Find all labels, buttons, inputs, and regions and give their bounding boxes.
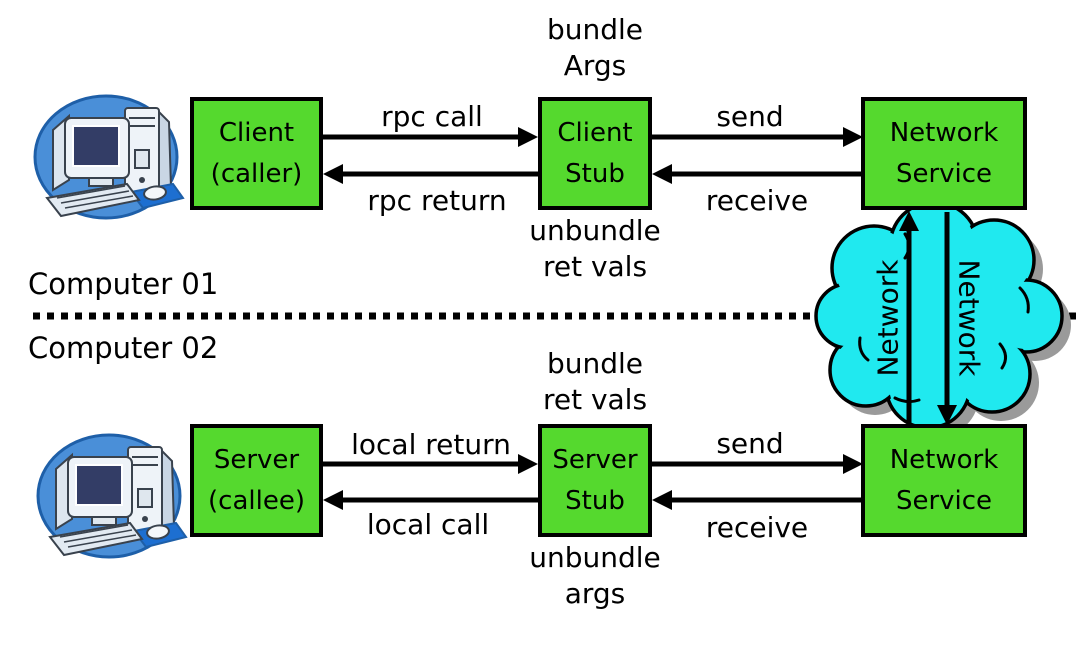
bundle-retvals-note: bundle ret vals bbox=[543, 346, 647, 419]
local-call-label: local call bbox=[366, 508, 490, 541]
bundle-args-line1: bundle bbox=[546, 13, 644, 46]
computer-icon-top bbox=[33, 84, 185, 231]
server-stub-line1: Server bbox=[552, 445, 638, 476]
client-stub-line2: Stub bbox=[565, 158, 625, 189]
server-stub-line2: Stub bbox=[565, 485, 625, 516]
network-service-top-line2: Service bbox=[895, 158, 993, 189]
client-stub-line1: Client bbox=[557, 118, 633, 149]
network-cloud-icon bbox=[814, 200, 1071, 437]
network-service-bottom-line2: Service bbox=[895, 485, 993, 516]
client-box: Client (caller) bbox=[190, 97, 323, 210]
server-box-line2: (callee) bbox=[208, 485, 305, 516]
receive-top-label: receive bbox=[705, 184, 809, 217]
server-box: Server (callee) bbox=[190, 424, 323, 537]
network-up-label: Network bbox=[871, 259, 905, 377]
unbundle-retvals-note: unbundle ret vals bbox=[529, 213, 661, 286]
bundle-args-note: bundle Args bbox=[547, 12, 643, 85]
local-return-label: local return bbox=[351, 428, 511, 461]
local-call-arrow bbox=[323, 490, 538, 510]
network-up-arrow bbox=[899, 211, 919, 424]
unbundle-retvals-line2: ret vals bbox=[542, 250, 648, 284]
computer-02-label: Computer 02 bbox=[28, 331, 219, 365]
rpc-return-arrow bbox=[323, 164, 538, 184]
bundle-retvals-line2: ret vals bbox=[542, 383, 648, 417]
receive-bottom-arrow bbox=[652, 490, 863, 510]
network-service-top-line1: Network bbox=[889, 118, 999, 149]
rpc-call-arrow bbox=[323, 127, 538, 147]
bundle-args-line2: Args bbox=[563, 49, 627, 83]
receive-bottom-label: receive bbox=[705, 511, 809, 544]
network-down-label: Network bbox=[952, 259, 986, 377]
unbundle-args-note: unbundle args bbox=[529, 540, 661, 613]
unbundle-args-line2: args bbox=[564, 577, 626, 611]
network-service-bottom-line1: Network bbox=[889, 445, 999, 476]
rpc-return-label: rpc return bbox=[367, 184, 507, 217]
computer-01-label: Computer 01 bbox=[28, 267, 219, 301]
unbundle-args-line1: unbundle bbox=[529, 541, 661, 574]
server-box-line1: Server bbox=[213, 445, 300, 476]
client-stub-box: Client Stub bbox=[538, 97, 652, 210]
send-top-label: send bbox=[716, 100, 784, 133]
network-service-box-bottom: Network Service bbox=[861, 424, 1027, 537]
client-box-line2: (caller) bbox=[210, 158, 303, 189]
network-down-arrow bbox=[937, 212, 957, 425]
send-bottom-label: send bbox=[716, 427, 784, 460]
unbundle-retvals-line1: unbundle bbox=[529, 214, 661, 247]
server-stub-box: Server Stub bbox=[538, 424, 652, 537]
receive-top-arrow bbox=[652, 164, 863, 184]
rpc-call-label: rpc call bbox=[381, 100, 483, 133]
local-return-arrow bbox=[323, 454, 538, 474]
computer-icon-bottom bbox=[36, 423, 188, 570]
send-top-arrow bbox=[652, 127, 863, 147]
bundle-retvals-line1: bundle bbox=[546, 347, 644, 380]
send-bottom-arrow bbox=[652, 454, 863, 474]
client-box-line1: Client bbox=[218, 118, 295, 149]
network-service-box-top: Network Service bbox=[861, 97, 1027, 210]
